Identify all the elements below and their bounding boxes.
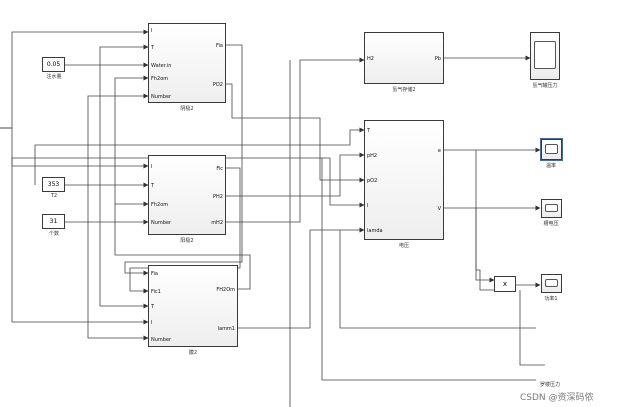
scope-stack-voltage-caption: 槽电压 — [543, 221, 559, 227]
watermark: CSDN @资深码侬 — [520, 393, 594, 403]
constant-temperature-caption: T2 — [50, 193, 58, 199]
voltage-in-lamda: lamda — [367, 228, 383, 234]
h2storage-out-pb: Pb — [434, 56, 441, 62]
scope-screen-icon — [534, 41, 556, 69]
cathode-in-fh2om: Fh2om — [151, 76, 169, 82]
scope-tank-pressure-caption: 氢气罐压力 — [532, 83, 558, 89]
scope-current-caption: 温率 — [545, 163, 556, 169]
membrane-block[interactable]: Fia Fic1 T I Number FH2Om lamm1 — [148, 265, 238, 347]
anode-in-number: Number — [151, 220, 172, 226]
cathode-in-number: Number — [151, 94, 172, 100]
h2storage-caption: 氢气存储2 — [392, 87, 416, 93]
scope-bottom-caption: 罗楼压力 — [539, 382, 560, 388]
voltage-in-t: T — [367, 128, 371, 134]
anode-out-fic: Fic — [216, 166, 223, 172]
membrane-in-t: T — [151, 304, 155, 310]
h2-storage-block[interactable]: H2 Pb — [364, 32, 444, 84]
voltage-in-ph2: pH2 — [367, 153, 378, 159]
voltage-caption: 电压 — [398, 243, 409, 249]
cathode-out-po2: PO2 — [212, 82, 223, 88]
constant-temperature[interactable]: 353 — [42, 177, 65, 192]
voltage-block[interactable]: T pH2 pO2 I lamda e V — [364, 120, 444, 240]
constant-water-caption: 注水量 — [46, 74, 62, 80]
h2storage-in-h2: H2 — [367, 56, 374, 62]
anode-in-t: T — [151, 183, 155, 189]
constant-number-caption: 个数 — [48, 231, 59, 237]
voltage-in-i: I — [367, 203, 369, 209]
anode-out-mh2: mH2 — [211, 220, 223, 226]
scope-current[interactable] — [540, 138, 563, 161]
cathode-in-t: T — [151, 45, 155, 51]
membrane-in-fic1: Fic1 — [151, 289, 161, 295]
cathode-out-fia: Fia — [216, 43, 223, 49]
scope-stack-voltage[interactable] — [541, 199, 562, 218]
cathode-block[interactable]: I T Water.in Fh2om Number Fia PO2 — [148, 23, 226, 103]
cathode-in-water: Water.in — [151, 63, 172, 69]
scope-screen-icon — [545, 204, 558, 212]
membrane-in-number: Number — [151, 337, 172, 343]
cathode-caption: 阴极2 — [180, 106, 194, 112]
cathode-in-i: I — [151, 28, 153, 34]
anode-caption: 阳极2 — [180, 238, 194, 244]
membrane-out-fh2om: FH2Om — [216, 287, 235, 293]
current-bus — [0, 29, 149, 129]
scope-screen-icon — [545, 279, 558, 287]
membrane-in-fia: Fia — [151, 271, 158, 277]
anode-in-i: I — [151, 164, 153, 170]
constant-water[interactable]: 0.05 — [42, 57, 65, 72]
voltage-out-e: e — [437, 148, 441, 154]
scope-tank-pressure[interactable] — [530, 32, 560, 80]
scope-power[interactable] — [541, 274, 562, 293]
membrane-in-i: I — [151, 320, 153, 326]
anode-in-fh2om: Fh2om — [151, 202, 169, 208]
scope-power-caption: 功率1 — [544, 296, 558, 302]
multiply-block[interactable]: x — [494, 276, 516, 292]
voltage-in-po2: pO2 — [367, 178, 378, 184]
anode-block[interactable]: I T Fh2om Number Fic PH2 mH2 — [148, 155, 226, 235]
membrane-caption: 膜2 — [188, 350, 198, 356]
membrane-out-lamm1: lamm1 — [217, 326, 235, 332]
scope-screen-icon — [545, 144, 558, 154]
constant-number[interactable]: 31 — [42, 214, 65, 229]
anode-out-ph2: PH2 — [213, 194, 223, 200]
voltage-out-v: V — [437, 206, 441, 212]
